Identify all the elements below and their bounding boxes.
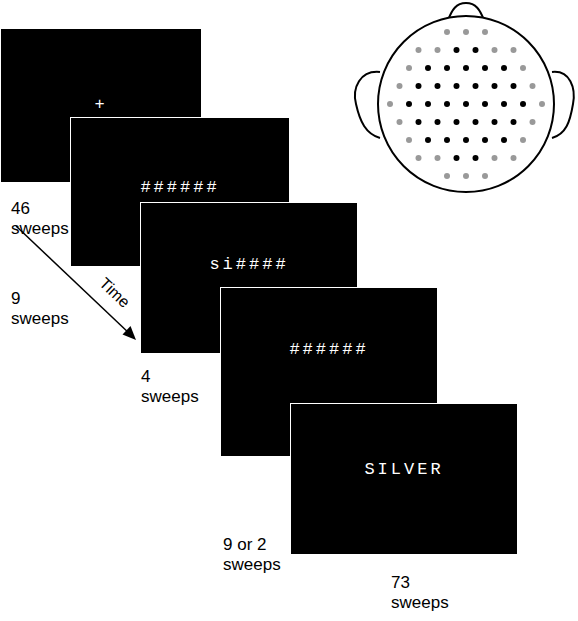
electrode-dot <box>454 47 460 53</box>
stimulus-text: si#### <box>141 255 357 275</box>
electrode-dot <box>397 83 403 89</box>
electrode-dot <box>492 155 498 161</box>
electrode-dot <box>492 119 498 125</box>
electrode-dot <box>482 29 488 35</box>
electrode-dot <box>416 119 422 125</box>
electrode-dot <box>520 101 526 107</box>
electrode-dot <box>482 173 488 179</box>
head-map <box>355 3 574 192</box>
electrode-dot <box>444 65 450 71</box>
stimulus-text: SILVER <box>291 460 517 480</box>
electrode-dot <box>473 83 479 89</box>
electrode-dot <box>454 119 460 125</box>
electrode-dot <box>435 83 441 89</box>
electrode-dot <box>501 137 507 143</box>
electrode-dot <box>406 101 412 107</box>
electrode-dot <box>473 155 479 161</box>
electrode-dot <box>435 47 441 53</box>
electrode-dot <box>511 47 517 53</box>
stimulus-text: + <box>1 95 201 115</box>
electrode-dot <box>463 137 469 143</box>
scalp-outline <box>378 16 554 192</box>
electrode-dot <box>482 101 488 107</box>
electrode-dot <box>492 47 498 53</box>
electrode-dot <box>435 119 441 125</box>
electrode-dot <box>416 83 422 89</box>
stimulus-screen: SILVER73 sweeps <box>290 403 518 555</box>
electrode-dot <box>416 155 422 161</box>
stimulus-text: ###### <box>221 340 437 360</box>
left-ear <box>355 72 380 138</box>
stimulus-text: ###### <box>71 178 289 198</box>
sweep-count: 73 sweeps <box>391 573 457 612</box>
sweep-count: 9 sweeps <box>11 289 77 328</box>
electrode-dot <box>425 137 431 143</box>
electrode-dot <box>416 47 422 53</box>
electrode-dot <box>425 101 431 107</box>
electrode-dot <box>406 137 412 143</box>
electrode-dots <box>387 29 545 179</box>
electrode-dot <box>444 29 450 35</box>
electrode-dot <box>520 137 526 143</box>
sweep-count: 4 sweeps <box>141 367 207 406</box>
electrode-dot <box>397 119 403 125</box>
electrode-dot <box>492 83 498 89</box>
electrode-dot <box>444 173 450 179</box>
electrode-dot <box>482 65 488 71</box>
electrode-dot <box>425 65 431 71</box>
electrode-dot <box>482 137 488 143</box>
electrode-dot <box>511 83 517 89</box>
electrode-dot <box>463 101 469 107</box>
electrode-dot <box>501 101 507 107</box>
electrode-dot <box>473 47 479 53</box>
electrode-dot <box>511 119 517 125</box>
arrow-head <box>123 326 137 340</box>
electrode-dot <box>435 155 441 161</box>
electrode-dot <box>463 65 469 71</box>
electrode-dot <box>463 173 469 179</box>
electrode-dot <box>444 137 450 143</box>
electrode-dot <box>463 29 469 35</box>
electrode-dot <box>444 101 450 107</box>
electrode-dot <box>473 119 479 125</box>
electrode-dot <box>501 65 507 71</box>
electrode-dot <box>387 101 393 107</box>
electrode-dot <box>530 119 536 125</box>
electrode-dot <box>454 83 460 89</box>
sweep-count: 46 sweeps <box>11 199 77 238</box>
electrode-dot <box>511 155 517 161</box>
sweep-count: 9 or 2 sweeps <box>223 535 289 574</box>
electrode-dot <box>530 83 536 89</box>
right-ear <box>552 72 574 138</box>
electrode-dot <box>454 155 460 161</box>
electrode-dot <box>539 101 545 107</box>
electrode-dot <box>406 65 412 71</box>
electrode-dot <box>520 65 526 71</box>
axis-label: Time <box>96 275 134 312</box>
